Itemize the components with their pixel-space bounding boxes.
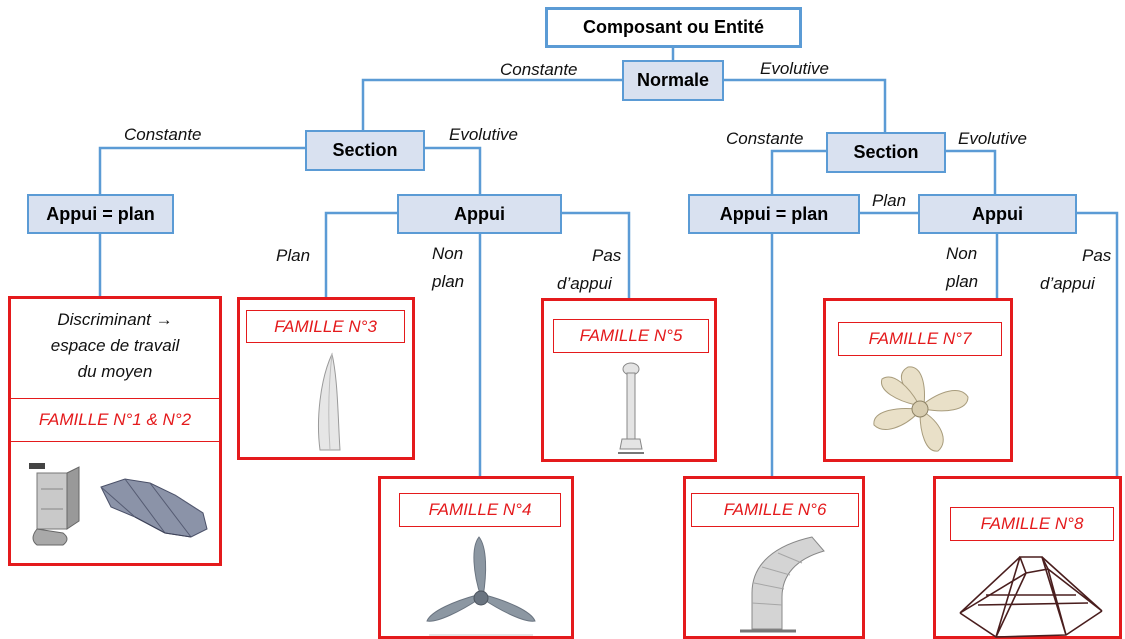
truss-structure-image	[959, 556, 1103, 638]
discriminant-line-3: du moyen	[77, 362, 153, 381]
propeller-image	[426, 536, 536, 636]
section-left-node: Section	[305, 130, 425, 171]
connector-normale-section-left	[361, 78, 624, 150]
vehicle-hull-image	[100, 478, 208, 538]
normale-node: Normale	[622, 60, 724, 101]
family-1-2-separator-top	[11, 398, 219, 399]
family-5-title: FAMILLE N°5	[553, 319, 709, 353]
edge-label-pas-appui-right-1: Pas	[1082, 246, 1112, 265]
edge-label-non-plan-left-2: plan	[432, 272, 465, 291]
discriminant-line-2: espace de travail	[50, 336, 180, 355]
connector-section-right-appui-plan	[770, 149, 826, 215]
edge-label-pas-appui-left-1: Pas	[592, 246, 622, 265]
connector-section-left-appui	[425, 146, 482, 215]
edge-label-pas-appui-left-2: d’appui	[557, 274, 612, 293]
edge-label-plan-left: Plan	[276, 246, 311, 265]
discriminant-line-1: Discriminant →	[57, 310, 173, 329]
family-7-title: FAMILLE N°7	[838, 322, 1002, 356]
marine-propeller-image	[873, 366, 969, 452]
family-6-box: FAMILLE N°6	[683, 476, 865, 639]
family-3-box: FAMILLE N°3	[237, 297, 415, 460]
edge-label-evolutive-right: Evolutive	[958, 129, 1027, 148]
family-4-title: FAMILLE N°4	[399, 493, 561, 527]
family-8-box: FAMILLE N°8	[933, 476, 1122, 639]
sheet-metal-part-image	[29, 463, 80, 546]
bone-image	[618, 362, 644, 454]
discriminant-text: Discriminant → espace de travail du moye…	[11, 307, 219, 385]
connector-appui-f5	[562, 211, 631, 298]
family-3-title: FAMILLE N°3	[246, 310, 405, 343]
edge-label-plan-right: Plan	[872, 191, 907, 210]
family-4-box: FAMILLE N°4	[378, 476, 574, 639]
connector-appui-f8	[1077, 211, 1119, 476]
appui-plan-left-node: Appui = plan	[27, 194, 174, 234]
edge-label-pas-appui-right-2: d’appui	[1040, 274, 1095, 293]
family-7-box: FAMILLE N°7	[823, 298, 1013, 462]
edge-label-non-plan-right-2: plan	[946, 272, 979, 291]
section-right-node: Section	[826, 132, 946, 173]
connector-normale-section-right	[722, 78, 887, 150]
family-1-2-separator-bottom	[11, 441, 219, 442]
edge-label-evolutive-top: Evolutive	[760, 59, 829, 78]
appui-plan-right-node: Appui = plan	[688, 194, 860, 234]
appui-left-node: Appui	[397, 194, 562, 234]
family-1-2-box: Discriminant → espace de travail du moye…	[8, 296, 222, 566]
connector-section-right-appui	[945, 149, 997, 215]
appui-right-node: Appui	[918, 194, 1077, 234]
connector-appui-f3	[324, 211, 397, 297]
family-6-title: FAMILLE N°6	[691, 493, 859, 527]
curved-duct-image	[740, 536, 825, 633]
edge-label-non-plan-right-1: Non	[946, 244, 978, 263]
connector-section-left-appui-plan	[98, 146, 305, 215]
edge-label-constante-left: Constante	[124, 125, 202, 144]
family-5-box: FAMILLE N°5	[541, 298, 717, 462]
blade-image	[318, 352, 341, 451]
family-1-2-title: FAMILLE N°1 & N°2	[11, 399, 219, 441]
root-node: Composant ou Entité	[545, 7, 802, 48]
family-8-title: FAMILLE N°8	[950, 507, 1114, 541]
edge-label-non-plan-left-1: Non	[432, 244, 464, 263]
edge-label-evolutive-left: Evolutive	[449, 125, 518, 144]
edge-label-constante-right: Constante	[726, 129, 804, 148]
edge-label-constante-top: Constante	[500, 60, 578, 79]
